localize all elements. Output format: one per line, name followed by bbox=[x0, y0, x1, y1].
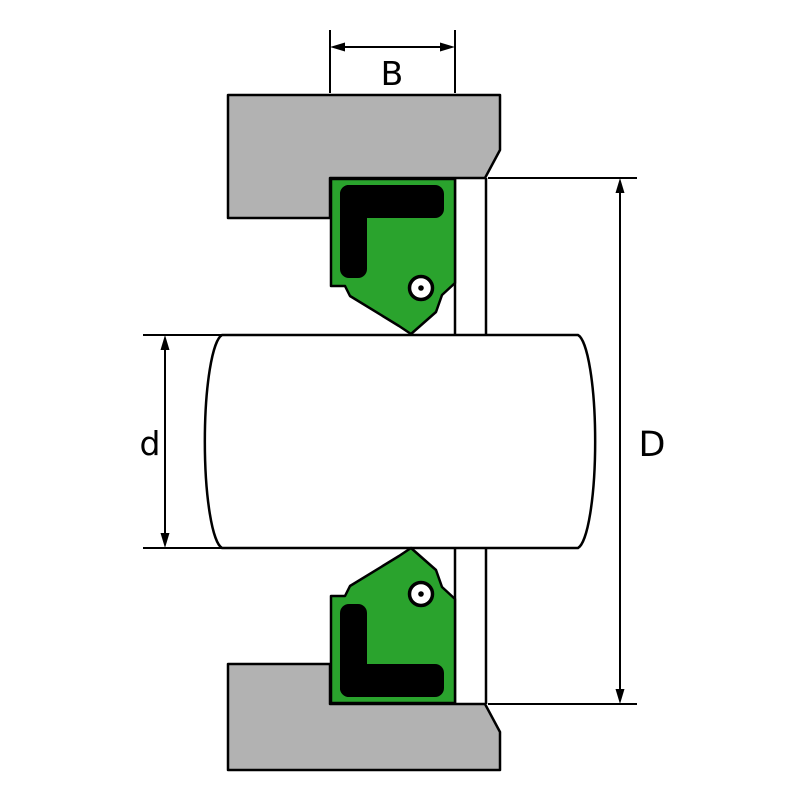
seal-bottom bbox=[329, 546, 457, 705]
shaft bbox=[203, 333, 597, 550]
b-label: B bbox=[381, 54, 404, 93]
seal-top bbox=[329, 177, 457, 336]
b-arrowhead-left bbox=[330, 42, 345, 52]
dimension-B: B bbox=[329, 30, 456, 93]
garter-spring-center-bottom bbox=[418, 591, 424, 597]
seal-metal-insert-bottom bbox=[340, 604, 444, 697]
garter-spring-center-top bbox=[418, 285, 424, 291]
insert-vertical-leg-top bbox=[340, 185, 367, 278]
dimension-D: D bbox=[488, 177, 666, 705]
seal-metal-insert-top bbox=[340, 185, 444, 278]
b-arrowhead-right bbox=[440, 42, 455, 52]
d-label: d bbox=[140, 424, 161, 463]
dimension-d: d bbox=[140, 334, 222, 549]
d-arrowhead-bottom bbox=[160, 533, 170, 548]
insert-vertical-leg-bottom bbox=[340, 604, 367, 697]
d-arrowhead-top bbox=[160, 335, 170, 350]
D-arrowhead-top bbox=[615, 178, 625, 193]
D-arrowhead-bottom bbox=[615, 689, 625, 704]
D-label: D bbox=[639, 425, 666, 465]
